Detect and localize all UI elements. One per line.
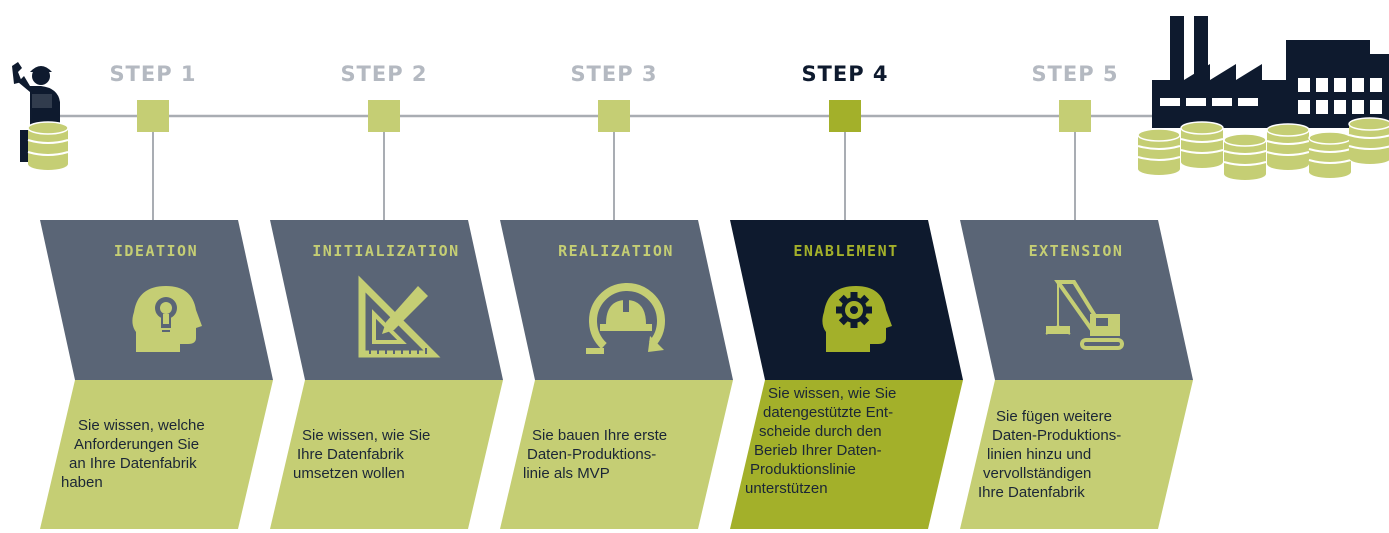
description-line: Produktionslinie (750, 461, 856, 478)
description-line: umsetzen wollen (293, 465, 405, 482)
description-line: Sie wissen, welche (78, 417, 205, 434)
timeline-node (829, 100, 861, 132)
chevron-body (40, 380, 273, 529)
phase-title: INITIALIZATION (312, 242, 460, 260)
chevron-body (730, 380, 963, 529)
phase-description: Sie wissen, wie Sie datengestützte Ent-sc… (0, 384, 896, 498)
hard-hat-cycle-icon (586, 282, 665, 354)
description-line: linien hinzu und (987, 446, 1092, 463)
head-gear-icon (822, 286, 892, 352)
description-line: Sie fügen weitere (996, 408, 1112, 425)
head-lightbulb-icon (132, 286, 202, 352)
chevron-body (500, 380, 733, 529)
description-line: Anforderungen Sie (74, 436, 200, 453)
description-line: an Ihre Datenfabrik (69, 455, 197, 472)
description-line: Sie wissen, wie Sie (768, 385, 897, 402)
chevron-header (960, 220, 1193, 380)
phase-title: EXTENSION (1028, 242, 1124, 260)
step-label: STEP 4 (801, 62, 889, 86)
timeline-node (368, 100, 400, 132)
description-line: datengestützte Ent- (763, 404, 894, 421)
step-label: STEP 3 (570, 62, 658, 86)
chevron-header (270, 220, 503, 380)
phase-title: ENABLEMENT (793, 242, 899, 260)
timeline-node (1059, 100, 1091, 132)
description-line: Ihre Datenfabrik (297, 446, 404, 463)
timeline-node (598, 100, 630, 132)
description-line: linie als MVP (523, 465, 610, 482)
set-square-pencil-icon (358, 275, 441, 358)
description-line: vervollständigen (983, 465, 1092, 482)
description-line: Daten-Produktions- (992, 427, 1122, 444)
description-line: Berieb Ihrer Daten- (754, 442, 882, 459)
chevron-header (500, 220, 733, 380)
timeline-node (137, 100, 169, 132)
description-line: Ihre Datenfabrik (978, 484, 1085, 501)
description-line: scheide durch den (759, 423, 882, 440)
step-label: STEP 2 (340, 62, 428, 86)
chevron-body (960, 380, 1193, 529)
factory-icon (1152, 16, 1389, 128)
description-line: Sie wissen, wie Sie (302, 427, 431, 444)
step-label: STEP 1 (109, 62, 197, 86)
description-line: haben (61, 474, 103, 491)
phase-title: REALIZATION (558, 242, 674, 260)
description-line: Sie bauen Ihre erste (532, 427, 668, 444)
database-icon (27, 121, 69, 171)
crane-icon (1045, 280, 1124, 350)
step-label: STEP 5 (1031, 62, 1119, 86)
description-line: unterstützen (745, 480, 828, 497)
chevron-body (270, 380, 503, 529)
description-line: Daten-Produktions- (527, 446, 657, 463)
phase-title: IDEATION (113, 242, 199, 260)
